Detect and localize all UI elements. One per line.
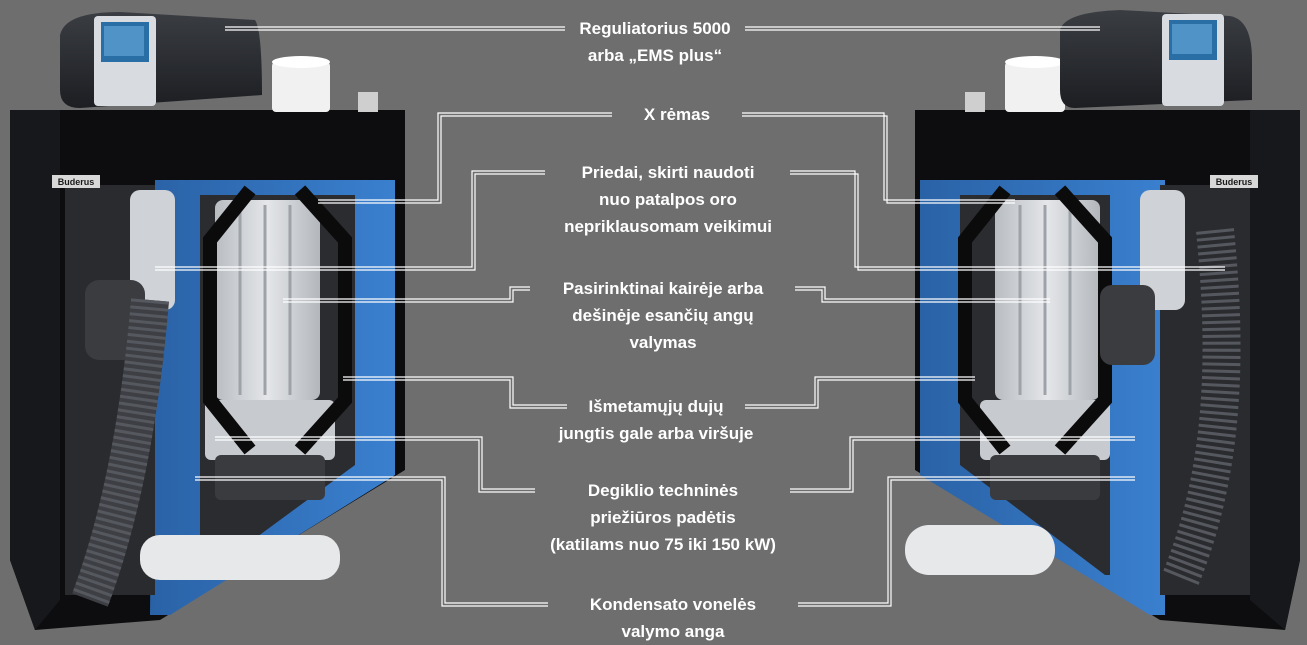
label-cleaning-openings-line-1: Pasirinktinai kairėje arba: [556, 279, 770, 298]
label-flue-connection-line-2: jungtis gale arba viršuje: [552, 424, 760, 443]
label-burner-service-line-1: Degiklio techninės: [581, 481, 745, 500]
left-brand-badge: Buderus: [58, 177, 95, 187]
label-regulator-line-2: arba „EMS plus“: [581, 46, 729, 65]
label-condensate-tray-line-2: valymo anga: [615, 622, 731, 641]
label-air-accessories-line-1: Priedai, skirti naudoti: [575, 163, 761, 182]
left-boiler: Buderus: [10, 12, 405, 630]
label-burner-service-line-2: priežiūros padėtis: [584, 508, 742, 527]
label-flue-connection: Išmetamųjų dujų jungtis gale arba viršuj…: [506, 393, 806, 447]
label-x-frame: X rėmas: [527, 101, 827, 128]
label-burner-service-line-3: (katilams nuo 75 iki 150 kW): [544, 535, 782, 554]
label-cleaning-openings-line-3: valymas: [623, 333, 703, 352]
right-brand-badge: Buderus: [1216, 177, 1253, 187]
label-air-accessories: Priedai, skirti naudoti nuo patalpos oro…: [518, 159, 818, 240]
leader-lines: [155, 26, 1225, 607]
label-regulator: Reguliatorius 5000 arba „EMS plus“: [505, 15, 805, 69]
right-heat-exchanger: [980, 200, 1110, 500]
label-condensate-tray: Kondensato vonelės valymo anga: [523, 591, 823, 645]
label-air-accessories-line-3: nepriklausomam veikimui: [558, 217, 778, 236]
right-boiler: Buderus: [905, 10, 1300, 630]
label-x-frame-line-1: X rėmas: [637, 105, 717, 124]
label-air-accessories-line-2: nuo patalpos oro: [593, 190, 743, 209]
label-cleaning-openings: Pasirinktinai kairėje arba dešinėje esan…: [513, 275, 813, 356]
left-controller: [60, 12, 262, 108]
right-controller: [1060, 10, 1252, 108]
label-regulator-line-1: Reguliatorius 5000: [573, 19, 737, 38]
label-flue-connection-line-1: Išmetamųjų dujų: [582, 397, 730, 416]
label-condensate-tray-line-1: Kondensato vonelės: [583, 595, 763, 614]
label-cleaning-openings-line-2: dešinėje esančių angų: [566, 306, 760, 325]
label-burner-service: Degiklio techninės priežiūros padėtis (k…: [513, 477, 813, 558]
left-heat-exchanger: [205, 200, 335, 500]
